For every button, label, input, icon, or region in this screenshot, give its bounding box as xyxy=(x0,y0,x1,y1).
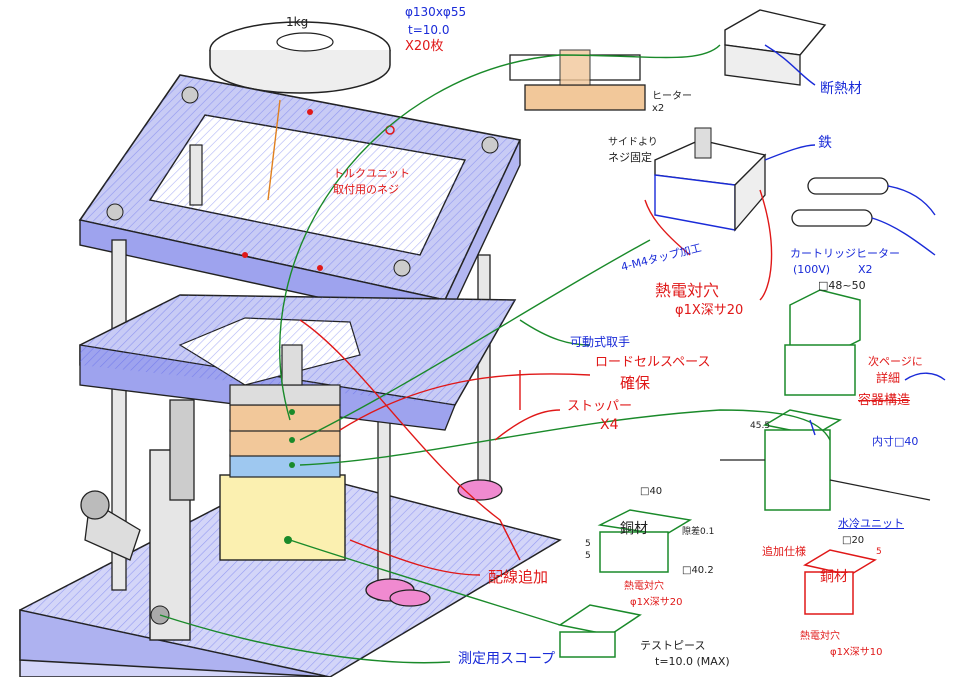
torque-unit-1: トルクユニット xyxy=(333,167,410,180)
weight-spec-2: t=10.0 xyxy=(408,23,450,37)
movable-handle-label: 可動式取手 xyxy=(570,335,631,349)
dim-45: 45.5 xyxy=(750,421,771,431)
weight-label: 1kg xyxy=(286,15,309,29)
weight-spec-3: X20枚 xyxy=(405,39,444,54)
thermocouple-label-1: 熱電対穴 xyxy=(655,281,720,300)
green-container xyxy=(784,289,861,396)
thermo-red-2: φ1X深サ10 xyxy=(830,647,883,658)
extra-spec-label: 追加仕様 xyxy=(762,545,806,558)
dim-20-label: □20 xyxy=(842,535,865,546)
torque-unit-2: 取付用のネジ xyxy=(333,183,399,196)
copper-block-green xyxy=(597,509,693,573)
dim-40-label: □40 xyxy=(640,486,663,497)
cartridge-voltage: (100V) xyxy=(793,263,831,276)
stopper-label-2: X4 xyxy=(600,417,619,433)
thermocouple-label-2: φ1X深サ20 xyxy=(675,303,744,318)
heater-top-label: ヒーター xyxy=(652,91,692,102)
load-cell-space-1: ロードセルスペース xyxy=(595,355,711,370)
stopper-label-1: ストッパー xyxy=(567,399,633,414)
side-screw-1: サイドより xyxy=(608,137,658,148)
copper-2-label: 銅材 xyxy=(820,569,848,585)
copper-label: 銅材 xyxy=(620,521,648,537)
thermo-small-2: φ1X深サ20 xyxy=(630,597,683,608)
dim-40-2: □40.2 xyxy=(682,565,714,576)
scope-stand xyxy=(80,399,195,641)
leader-lines xyxy=(159,44,946,664)
heater-stack xyxy=(219,344,346,561)
cartridge-heaters xyxy=(791,177,936,256)
weight-disk xyxy=(209,21,391,94)
iron-label: 鉄 xyxy=(818,135,832,151)
next-page-1: 次ページに xyxy=(868,355,923,368)
thermo-small-1: 熱電対穴 xyxy=(624,581,664,592)
load-cell-space-2: 確保 xyxy=(620,374,651,392)
dim-48-50: □48~50 xyxy=(818,279,866,292)
weight-spec-1: φ130xφ55 xyxy=(405,5,467,19)
scope-label: 測定用スコープ xyxy=(458,651,556,667)
insulator-block xyxy=(724,9,827,86)
cartridge-qty: X2 xyxy=(858,263,873,276)
test-piece xyxy=(558,604,642,658)
cartridge-heater-label: カートリッジヒーター xyxy=(790,247,900,260)
red-five-label: 5 xyxy=(876,547,882,557)
add-wiring-label: 配線追加 xyxy=(488,568,549,586)
gap-label: 隙差0.1 xyxy=(682,527,715,537)
test-piece-2: t=10.0 (MAX) xyxy=(655,655,730,668)
container-struct: 容器構造 xyxy=(858,393,911,408)
water-cooling-unit xyxy=(720,409,931,511)
five-b: 5 xyxy=(585,551,591,561)
heater-top-qty: x2 xyxy=(652,103,665,114)
insulator-label: 断熱材 xyxy=(820,81,862,97)
thermo-red-1: 熱電対穴 xyxy=(800,631,840,642)
side-screw-2: ネジ固定 xyxy=(608,151,652,164)
test-piece-1: テストピース xyxy=(640,639,706,652)
water-unit-label: 水冷ユニット xyxy=(838,517,904,530)
iron-block xyxy=(654,127,767,232)
next-page-2: 詳細 xyxy=(876,371,901,385)
top-frame xyxy=(78,74,522,326)
five-a: 5 xyxy=(585,539,591,549)
copper-block-red xyxy=(803,549,877,615)
inner-40-label: 内寸□40 xyxy=(872,435,919,448)
